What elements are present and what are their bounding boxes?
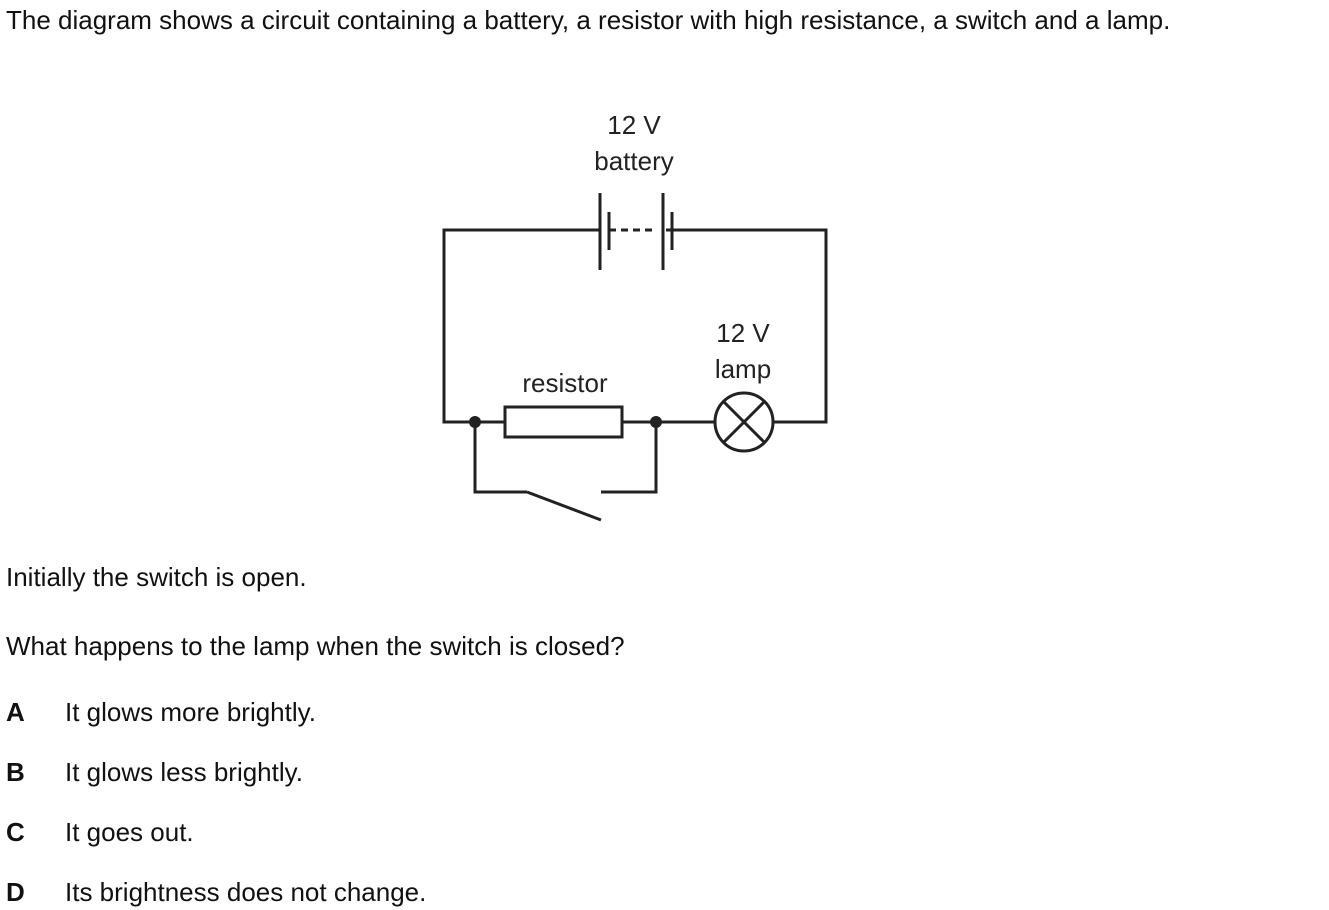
- option-text: Its brightness does not change.: [65, 877, 427, 907]
- lamp-voltage-label: 12 V: [716, 318, 770, 348]
- option-letter: A: [6, 697, 25, 727]
- question-prompt: What happens to the lamp when the switch…: [6, 631, 625, 661]
- junction-right: [650, 416, 662, 428]
- junction-left: [469, 416, 481, 428]
- switch-lever: [526, 490, 602, 522]
- battery-label: battery: [594, 146, 674, 176]
- option-letter: C: [6, 817, 25, 847]
- resistor-label: resistor: [522, 368, 608, 398]
- option-letter: B: [6, 757, 25, 787]
- initial-state-text: Initially the switch is open.: [6, 562, 307, 592]
- lamp-symbol: [713, 391, 775, 453]
- resistor-symbol: [503, 405, 624, 439]
- option-text: It goes out.: [65, 817, 194, 847]
- option-text: It glows less brightly.: [65, 757, 303, 787]
- wire-top-right: [666, 228, 828, 424]
- question-intro: The diagram shows a circuit containing a…: [6, 5, 1171, 35]
- option-letter: D: [6, 877, 25, 907]
- wire-top-left: [442, 228, 600, 424]
- battery-voltage-label: 12 V: [607, 110, 661, 140]
- circuit-diagram: 12 V battery 12 V lamp resistor: [442, 110, 828, 522]
- option-text: It glows more brightly.: [65, 697, 316, 727]
- wire-switch-left: [473, 422, 527, 494]
- lamp-label: lamp: [715, 354, 771, 384]
- wire-switch-right: [601, 422, 658, 494]
